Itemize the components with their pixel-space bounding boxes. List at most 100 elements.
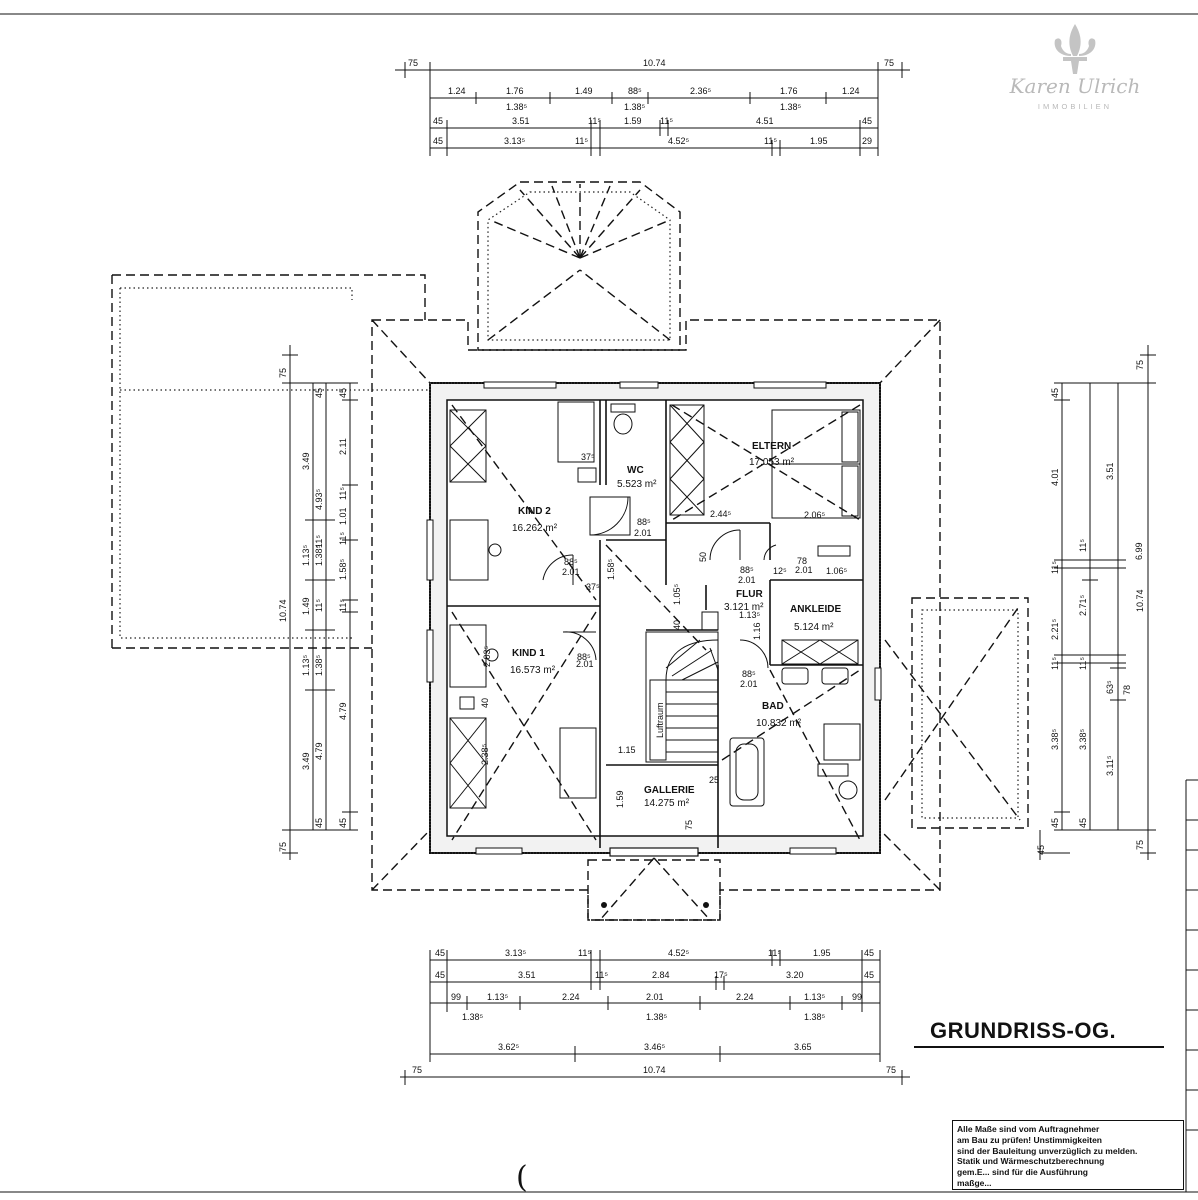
svg-text:63⁵: 63⁵ [1105,680,1115,694]
svg-text:11⁵: 11⁵ [314,599,324,612]
svg-text:2.71⁵: 2.71⁵ [1078,594,1088,616]
room-name-bad: BAD [762,701,784,712]
fleur-de-lis-icon [1054,24,1096,74]
svg-text:1.13⁵: 1.13⁵ [804,992,826,1002]
svg-text:17⁵: 17⁵ [714,970,728,980]
room-name-flur: FLUR [736,589,763,600]
svg-text:3.46⁵: 3.46⁵ [644,1042,666,1052]
furniture [449,401,861,809]
svg-text:78: 78 [1122,685,1132,695]
svg-text:10.74: 10.74 [643,1065,666,1075]
svg-text:3.11⁵: 3.11⁵ [1105,755,1115,776]
svg-text:2.01: 2.01 [795,565,813,575]
svg-text:45: 45 [1050,818,1060,828]
svg-text:1.13⁵: 1.13⁵ [739,610,761,620]
room-name-wc: WC [627,465,644,476]
svg-text:11⁵: 11⁵ [1078,657,1088,670]
room-name-gallerie: GALLERIE [644,785,695,796]
svg-text:2.38⁵: 2.38⁵ [480,743,490,765]
interior-dims: 37⁵ 88⁵ 2.01 2.44⁵ 2.06⁵ 50 88⁵ 2.01 12⁵… [480,452,848,830]
right-dimensions: 75 10.74 75 3.51 6.99 78 3.11⁵ 45 4.01 1… [1036,345,1156,860]
svg-text:4.79: 4.79 [338,702,348,720]
svg-text:2.03⁵: 2.03⁵ [482,645,492,667]
svg-text:4.01: 4.01 [1050,468,1060,486]
brand-name: Karen Ulrich [1009,74,1141,98]
svg-text:10.74: 10.74 [1135,589,1145,612]
svg-text:1.38⁵: 1.38⁵ [314,654,324,676]
title-block-edge [1185,779,1198,1192]
notice-line: am Bau zu prüfen! Unstimmigkeiten [957,1134,1102,1145]
room-area-eltern: 17.053 m² [749,457,795,468]
svg-text:88⁵: 88⁵ [564,557,578,567]
notice-line: sind der Bauleitung unverzüglich zu meld… [957,1145,1138,1156]
svg-text:1.38⁵: 1.38⁵ [506,102,528,112]
svg-text:11⁵: 11⁵ [575,136,588,146]
svg-text:37⁵: 37⁵ [586,582,600,592]
svg-text:45: 45 [433,116,443,126]
svg-text:3.49: 3.49 [301,752,311,770]
svg-text:75: 75 [278,368,288,378]
svg-text:2.36⁵: 2.36⁵ [690,86,712,96]
svg-text:1.58⁵: 1.58⁵ [338,558,348,580]
svg-text:3.65: 3.65 [794,1042,812,1052]
brand-logo: Karen Ulrich IMMOBILIEN [985,22,1165,117]
svg-text:2.84: 2.84 [652,970,670,980]
svg-text:3.51: 3.51 [518,970,536,980]
svg-text:75: 75 [278,842,288,852]
svg-text:45: 45 [314,818,324,828]
svg-text:1.16: 1.16 [752,622,762,640]
svg-text:1.15: 1.15 [618,745,636,755]
svg-text:4.52⁵: 4.52⁵ [668,948,690,958]
svg-text:2.01: 2.01 [576,659,594,669]
svg-text:2.11: 2.11 [338,438,348,455]
svg-text:45: 45 [338,388,348,398]
svg-text:25: 25 [709,775,719,785]
svg-text:40: 40 [672,620,682,630]
svg-text:75: 75 [884,58,894,68]
svg-text:11⁵: 11⁵ [314,535,324,548]
svg-text:3.20: 3.20 [786,970,804,980]
svg-text:11⁵: 11⁵ [595,970,608,980]
svg-text:1.38⁵: 1.38⁵ [804,1012,826,1022]
svg-text:4.51: 4.51 [756,116,774,126]
svg-text:11⁵: 11⁵ [578,948,591,958]
title-underline [914,1046,1164,1048]
svg-text:4.79: 4.79 [314,742,324,760]
svg-text:2.01: 2.01 [562,567,580,577]
notice-line: Alle Maße sind vom Auftragnehmer [957,1124,1100,1134]
svg-text:75: 75 [1135,840,1145,850]
svg-text:3.51: 3.51 [1105,462,1115,480]
svg-text:11⁵: 11⁵ [338,599,348,612]
svg-text:1.38⁵: 1.38⁵ [624,102,646,112]
svg-text:4.52⁵: 4.52⁵ [668,136,690,146]
notice-line: maßge... [957,1177,992,1188]
svg-text:45: 45 [435,948,445,958]
svg-text:2.44⁵: 2.44⁵ [710,509,732,519]
svg-text:1.38⁵: 1.38⁵ [780,102,802,112]
svg-text:45: 45 [1050,388,1060,398]
svg-text:40: 40 [480,698,490,708]
room-area-ankleide: 5.124 m² [794,622,834,633]
svg-text:3.13⁵: 3.13⁵ [504,136,526,146]
svg-text:75: 75 [408,58,418,68]
svg-text:88⁵: 88⁵ [637,517,651,527]
svg-text:45: 45 [864,948,874,958]
svg-text:11⁵: 11⁵ [768,948,781,958]
room-area-wc: 5.523 m² [617,479,657,490]
svg-text:88⁵: 88⁵ [628,86,642,96]
svg-text:45: 45 [433,136,443,146]
svg-text:2.01: 2.01 [738,575,756,585]
left-dimensions: 75 10.74 75 3.49 1.13⁵ 1.49 1.13⁵ 3.49 4… [278,345,358,860]
svg-text:1.95: 1.95 [810,136,828,146]
room-name-kind2: KIND 2 [518,506,551,517]
room-labels: KIND 2 16.262 m² WC 5.523 m² ELTERN 17.0… [510,441,841,809]
interior-walls [447,400,863,848]
svg-text:11⁵: 11⁵ [764,136,777,146]
svg-text:88⁵: 88⁵ [740,565,754,575]
svg-text:1.38⁵: 1.38⁵ [462,1012,484,1022]
svg-text:37⁵: 37⁵ [581,452,595,462]
svg-text:2.24: 2.24 [736,992,754,1002]
room-area-flur: 3.121 m² [724,602,764,613]
svg-text:1.38⁵: 1.38⁵ [646,1012,668,1022]
